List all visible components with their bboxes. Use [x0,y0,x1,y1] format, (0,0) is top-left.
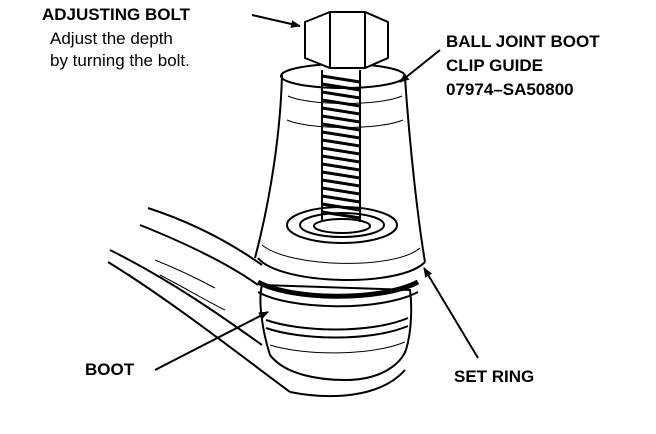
clip-guide-label-line2: CLIP GUIDE [446,56,543,75]
ball-joint-housing [286,206,398,244]
adjusting-bolt-note-line1: Adjust the depth [50,29,173,48]
threaded-shaft [321,70,361,222]
adjusting-bolt-title: ADJUSTING BOLT [42,5,190,24]
clip-guide-label-line1: BALL JOINT BOOT [446,32,600,51]
knuckle-arm [107,207,406,398]
clip-guide-cone [254,63,426,281]
clip-guide-leader [399,49,441,83]
set-ring-leader [423,267,479,359]
adjusting-bolt-leader [251,14,301,28]
adjusting-bolt-note-line2: by turning the bolt. [50,51,190,70]
set-ring-label: SET RING [454,367,535,386]
leader-lines [154,14,479,371]
boot-body [259,283,413,382]
boot-label: BOOT [85,360,135,379]
hex-bolt-head [304,11,389,69]
clip-guide-part-number: 07974–SA50800 [446,80,574,99]
set-ring [256,279,420,308]
boot-leader [154,311,269,371]
